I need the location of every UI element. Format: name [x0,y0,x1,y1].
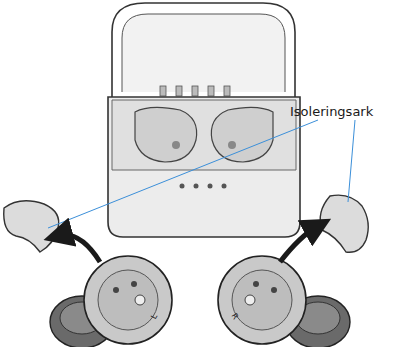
charge-pin [228,141,236,149]
right-earbud [218,256,350,347]
insulation-sheet [320,195,368,252]
case-body [108,97,300,237]
left-earbud [50,256,172,347]
case-lid [112,3,295,97]
leader-line [348,120,355,202]
earbud-cavity [135,107,197,162]
charge-pin [172,141,180,149]
lid-inner [122,14,285,92]
removal-arrow [280,226,318,262]
part-label: Isoleringsark [290,104,373,119]
removal-arrow [58,235,100,262]
hinge-contacts [160,86,230,96]
earbud-cavity [211,107,273,162]
indicator-dots [180,184,227,189]
insulation-sheet [4,201,59,252]
case-top-face [112,100,296,170]
leader-line [48,120,318,228]
